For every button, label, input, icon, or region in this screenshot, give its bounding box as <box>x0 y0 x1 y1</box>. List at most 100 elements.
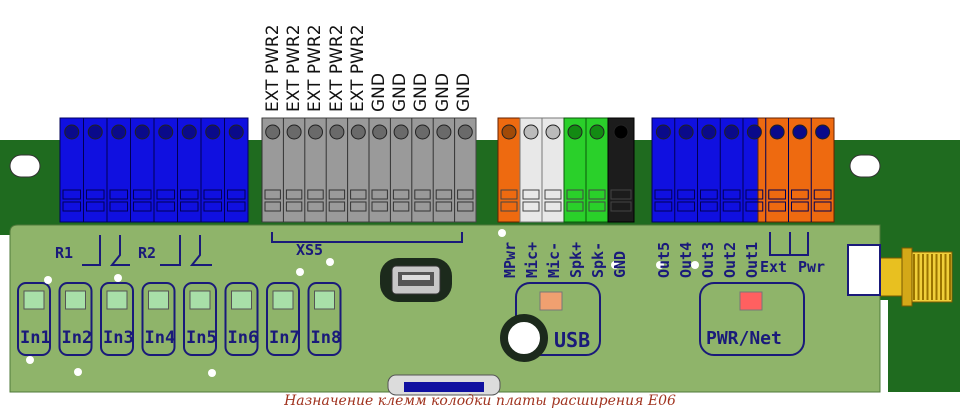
terminal-screw <box>265 124 281 140</box>
input-box <box>183 282 217 356</box>
via <box>208 369 216 377</box>
input-led <box>148 290 169 310</box>
mounting-slot-left <box>9 154 41 178</box>
top-pin-label-2: EXT PWR2 <box>305 24 326 112</box>
input-box <box>58 282 93 356</box>
output-pin-label-3: Out2 <box>721 241 739 278</box>
terminal-screw <box>350 124 366 140</box>
terminal-screw <box>746 124 762 140</box>
audio-pin-label-5: GND <box>611 250 629 278</box>
input-label-5: In5 <box>186 328 217 348</box>
input-box <box>141 282 176 356</box>
input-led <box>314 290 335 310</box>
via <box>74 368 82 376</box>
terminal-screw <box>393 124 409 140</box>
mounting-slot-right <box>849 154 881 178</box>
input-box <box>307 282 342 356</box>
top-pin-label-3: EXT PWR2 <box>326 24 347 112</box>
input-box <box>100 282 134 356</box>
terminal-screw <box>678 124 694 140</box>
via <box>44 276 52 284</box>
via <box>498 229 506 237</box>
terminal-screw <box>372 124 388 140</box>
input-indicators <box>17 282 342 356</box>
top-pin-label-7: GND <box>411 73 432 112</box>
terminal-screw <box>701 124 717 140</box>
mini-usb-connector <box>380 258 452 302</box>
top-pin-label-8: GND <box>432 73 453 112</box>
audio-pin-label-1: Mic+ <box>523 241 541 278</box>
terminal-screw <box>436 124 452 140</box>
input-label-8: In8 <box>310 328 342 348</box>
figure-caption: Назначение клемм колодки платы расширени… <box>284 393 676 409</box>
terminal-screw <box>769 124 785 140</box>
terminal-block-xs5 <box>261 117 477 223</box>
input-box <box>266 282 300 356</box>
terminal-screw <box>655 124 671 140</box>
via <box>611 261 619 269</box>
relay-symbols <box>82 235 212 266</box>
terminal-screw <box>308 124 323 140</box>
input-label-4: In4 <box>144 328 176 348</box>
input-led <box>23 290 45 310</box>
input-label-1: In1 <box>20 328 51 348</box>
terminal-screw <box>792 124 808 140</box>
terminal-screw <box>87 124 103 140</box>
via <box>26 356 34 364</box>
input-led <box>106 290 128 310</box>
terminal-screw <box>457 124 473 140</box>
via <box>326 258 334 266</box>
audio-pin-label-3: Spk+ <box>567 241 585 278</box>
terminal-screw <box>181 124 197 140</box>
usb-led <box>539 291 563 311</box>
terminal-block-audio <box>497 117 635 223</box>
terminal-screw <box>111 124 127 140</box>
input-label-3: In3 <box>103 328 134 348</box>
terminal-block-inputs <box>59 117 249 223</box>
input-label-6: In6 <box>227 328 259 348</box>
label-pwr: Pwr <box>798 258 826 276</box>
label-r1: R1 <box>55 244 74 262</box>
top-pin-label-5: GND <box>369 73 389 112</box>
terminal-screw <box>158 124 174 140</box>
terminal-screw <box>724 124 740 140</box>
label-pwr-net: PWR/Net <box>706 328 782 349</box>
bottom-connector-slot <box>404 382 484 392</box>
input-label-7: In7 <box>269 328 300 348</box>
input-led <box>65 290 86 310</box>
via <box>851 261 859 269</box>
top-pin-label-0: EXT PWR2 <box>263 24 283 112</box>
ext-pwr-bracket <box>769 232 809 256</box>
pwr-net-led <box>739 291 763 311</box>
label-r2: R2 <box>138 244 157 262</box>
terminal-screw <box>134 124 150 140</box>
input-box <box>224 282 259 356</box>
terminal-screw <box>286 124 302 140</box>
pcb-cutout-bracket <box>847 244 881 296</box>
via <box>296 268 304 276</box>
top-pin-label-1: EXT PWR2 <box>284 24 305 112</box>
terminal-screw <box>228 124 244 140</box>
output-pin-label-2: Out3 <box>699 241 717 278</box>
label-usb: USB <box>554 328 591 352</box>
label-ext: Ext <box>760 258 788 276</box>
audio-pin-label-0: MPwr <box>501 241 519 278</box>
output-pin-label-0: Out5 <box>655 241 673 278</box>
input-label-2: In2 <box>61 328 93 348</box>
terminal-block-outputs <box>651 117 835 223</box>
mounting-hole <box>500 314 548 362</box>
top-pin-label-4: EXT PWR2 <box>347 24 368 112</box>
via <box>656 261 664 269</box>
terminal-screw <box>329 124 345 140</box>
top-pin-label-9: GND <box>453 73 474 112</box>
xs5-bracket <box>271 232 463 243</box>
via <box>114 274 122 282</box>
terminal-screw <box>205 124 221 140</box>
sma-connector <box>879 247 953 307</box>
via <box>691 261 699 269</box>
pwr-net-box <box>699 282 805 356</box>
output-pin-label-4: Out1 <box>743 241 761 278</box>
top-pin-label-6: GND <box>390 73 411 112</box>
audio-pin-label-2: Mic- <box>545 241 563 278</box>
